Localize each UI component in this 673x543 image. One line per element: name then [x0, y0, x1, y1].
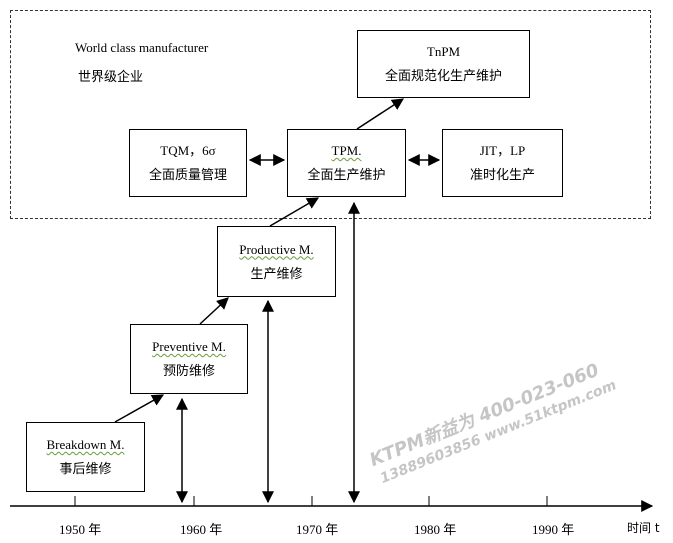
breakdown-title: Breakdown M.	[46, 437, 125, 452]
region-label-zh: 世界级企业	[78, 70, 144, 85]
tick-label-1970: 1970 年	[296, 522, 339, 537]
arrow-preventive-to-productive	[199, 297, 229, 325]
tnpm-title: TnPM	[426, 44, 461, 59]
jit-title: JIT，LP	[479, 143, 526, 158]
jit-subtitle: 准时化生产	[469, 167, 535, 182]
tqm-box: TQM，6σ 全面质量管理	[129, 129, 247, 197]
preventive-subtitle: 预防维修	[162, 363, 215, 378]
preventive-box: Preventive M. 预防维修	[130, 324, 248, 394]
preventive-title: Preventive M.	[152, 339, 226, 354]
tqm-subtitle: 全面质量管理	[148, 167, 227, 182]
tick-label-1990: 1990 年	[532, 522, 575, 537]
tpm-subtitle: 全面生产维护	[307, 167, 386, 182]
axis-label: 时间 t	[627, 521, 660, 535]
breakdown-box: Breakdown M. 事后维修	[26, 422, 145, 492]
tnpm-subtitle: 全面规范化生产维护	[384, 68, 502, 83]
breakdown-subtitle: 事后维修	[59, 461, 112, 476]
tpm-box: TPM. 全面生产维护	[287, 129, 406, 197]
world-class-region	[10, 10, 651, 219]
tick-label-1950: 1950 年	[59, 522, 102, 537]
productive-subtitle: 生产维修	[250, 265, 303, 281]
jit-box: JIT，LP 准时化生产	[442, 129, 563, 197]
arrow-productive-to-tpm	[269, 197, 320, 227]
tick-label-1960: 1960 年	[180, 522, 223, 537]
tnpm-box: TnPM 全面规范化生产维护	[357, 30, 530, 98]
tpm-title: TPM.	[331, 143, 362, 158]
tick-label-1980: 1980 年	[414, 522, 457, 537]
tqm-title: TQM，6σ	[160, 143, 216, 158]
productive-title: Productive M.	[239, 241, 314, 257]
region-label-en: World class manufacturer	[75, 40, 209, 55]
arrow-breakdown-to-preventive	[114, 394, 165, 423]
productive-box: Productive M. 生产维修	[217, 226, 336, 297]
arrow-tpm-to-tnpm	[356, 98, 405, 130]
